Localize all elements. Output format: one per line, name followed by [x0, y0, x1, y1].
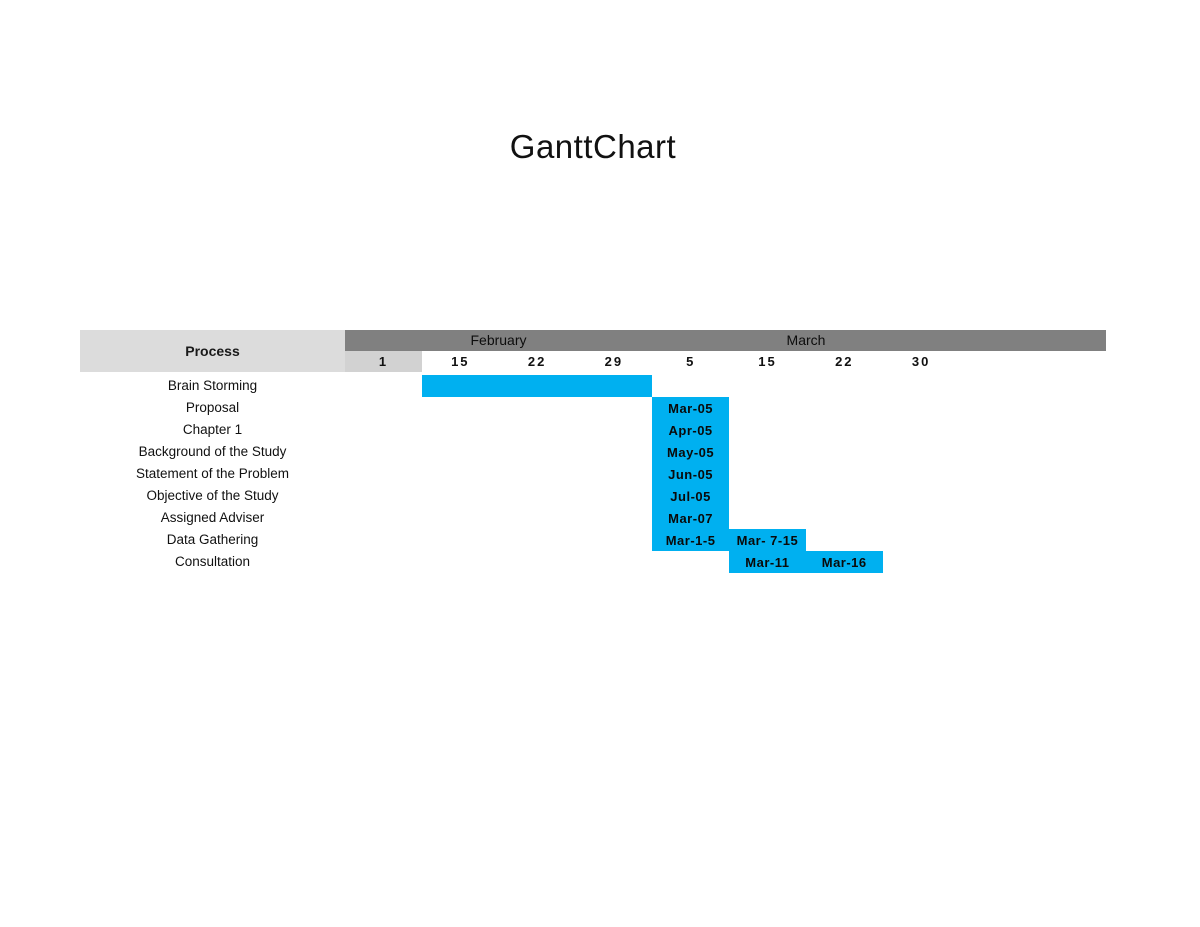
month-label-march: March: [786, 332, 826, 348]
row-label-objective-study: Objective of the Study: [146, 488, 279, 503]
row-label-proposal: Proposal: [185, 400, 240, 415]
row-label-chapter-1: Chapter 1: [182, 422, 243, 437]
row-label-data-gathering: Data Gathering: [166, 532, 259, 547]
tick-mar-30: 30: [911, 354, 931, 369]
tick-feb-29: 29: [604, 354, 624, 369]
gantt-bar-data-gathering-1: Mar-1-5: [652, 529, 729, 551]
gantt-bar-proposal: Mar-05: [652, 397, 729, 419]
tick-feb-15: 15: [451, 354, 470, 369]
row-label-assigned-adviser: Assigned Adviser: [160, 510, 265, 525]
gantt-chart: Process February March 1 15 22 29 5 15 2…: [80, 330, 1106, 575]
gantt-bar-chapter-1: Apr-05: [652, 419, 729, 441]
tick-mar-15: 15: [758, 354, 777, 369]
row-label-consultation: Consultation: [174, 554, 251, 569]
gantt-bar-consultation-2: Mar-16: [805, 551, 883, 573]
row-label-background-study: Background of the Study: [138, 444, 287, 459]
row-label-brain-storming: Brain Storming: [167, 378, 258, 393]
chart-title: GanttChart: [509, 128, 677, 165]
month-label-february: February: [470, 332, 527, 348]
tick-mar-22: 22: [835, 354, 854, 369]
row-label-statement-problem: Statement of the Problem: [135, 466, 290, 481]
gantt-bar-statement-problem: Jun-05: [652, 463, 729, 485]
gantt-bar-consultation-1: Mar-11: [729, 551, 806, 573]
tick-feb-1: 1: [345, 351, 422, 372]
month-header-band: February March: [345, 330, 1106, 351]
gantt-bar-background-study: May-05: [652, 441, 729, 463]
gantt-bar-brain-storming: [421, 375, 653, 397]
gantt-bar-data-gathering-2: Mar- 7-15: [729, 529, 806, 551]
gantt-bar-assigned-adviser: Mar-07: [652, 507, 729, 529]
tick-mar-5: 5: [686, 354, 696, 369]
gantt-bar-objective-study: Jul-05: [652, 485, 729, 507]
tick-feb-22: 22: [527, 354, 547, 369]
process-column-header: Process: [80, 330, 345, 372]
